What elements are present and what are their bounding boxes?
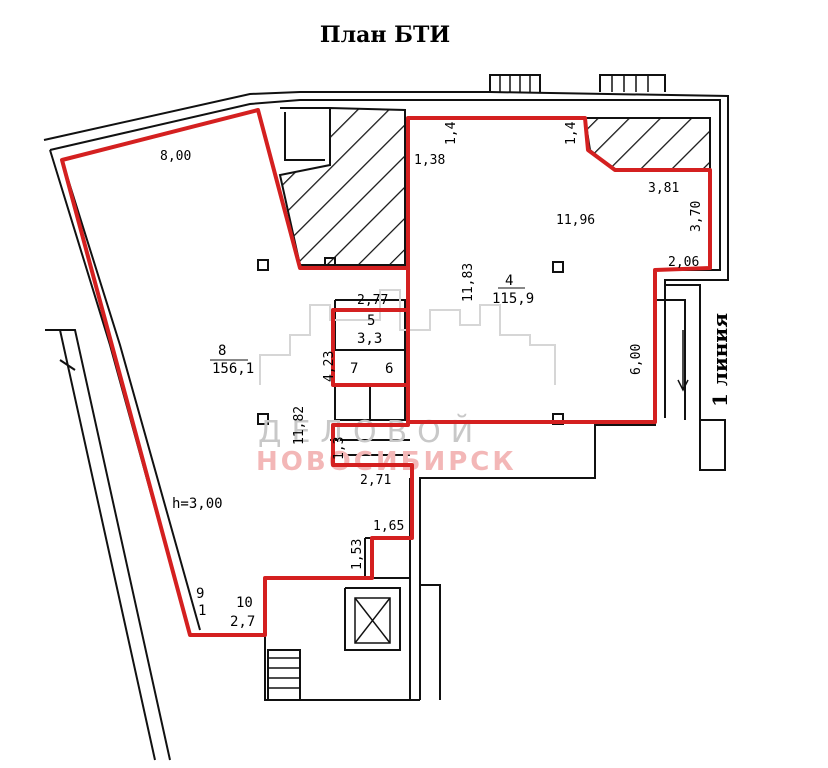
room-8-height: h=3,00 <box>172 496 223 512</box>
dim-1-38: 1,38 <box>414 153 445 168</box>
room-8-area: 156,1 <box>212 361 254 377</box>
dim-1-4a: 1,4 <box>444 121 459 145</box>
highlighted-premises <box>60 108 712 637</box>
columns <box>257 257 564 425</box>
room-labels: 8 156,1 h=3,00 4 115,9 5 3,3 6 7 9 1 10 … <box>172 273 534 630</box>
plan-title: План БТИ <box>319 22 451 48</box>
stairs-top <box>499 75 649 92</box>
dim-4-23: 4,23 <box>322 351 337 382</box>
room-9-area: 1 <box>198 603 206 619</box>
elevator-shaft <box>354 597 391 644</box>
dim-2-06: 2,06 <box>668 255 699 270</box>
dim-3-81: 3,81 <box>648 181 679 196</box>
dim-3-70: 3,70 <box>689 201 704 232</box>
dim-1-65: 1,65 <box>373 519 404 534</box>
dim-6-00: 6,00 <box>629 344 644 375</box>
dim-2-71: 2,71 <box>360 473 391 488</box>
room-10-number: 10 <box>236 595 253 611</box>
room-9-number: 9 <box>196 586 204 602</box>
room-8-number: 8 <box>218 343 226 359</box>
watermark-line2: НОВОСИБИРСК <box>256 447 517 477</box>
room-7-number: 7 <box>350 361 358 377</box>
entrance-arrow-icon <box>677 330 689 392</box>
dim-2-77: 2,77 <box>357 293 388 308</box>
hatched-area-left <box>278 106 406 266</box>
dimension-labels: 8,00 1,4 1,4 1,38 3,81 11,96 3,70 2,06 1… <box>160 121 704 570</box>
dim-11-96: 11,96 <box>556 213 595 228</box>
room-6-number: 6 <box>385 361 393 377</box>
dim-8-00: 8,00 <box>160 149 191 164</box>
dim-1-3: 1,3 <box>332 437 347 460</box>
room-5-area: 3,3 <box>357 331 382 347</box>
dim-11-82: 11,82 <box>292 406 307 445</box>
room-4-number: 4 <box>505 273 513 289</box>
dim-1-53: 1,53 <box>350 539 365 570</box>
highlight-room-4 <box>406 116 712 424</box>
room-10-area: 2,7 <box>230 614 255 630</box>
room-5-number: 5 <box>367 313 375 329</box>
stairs-bottom <box>268 657 300 689</box>
room-4-area: 115,9 <box>492 291 534 307</box>
dim-11-83: 11,83 <box>461 263 476 302</box>
dim-1-4b: 1,4 <box>564 121 579 145</box>
